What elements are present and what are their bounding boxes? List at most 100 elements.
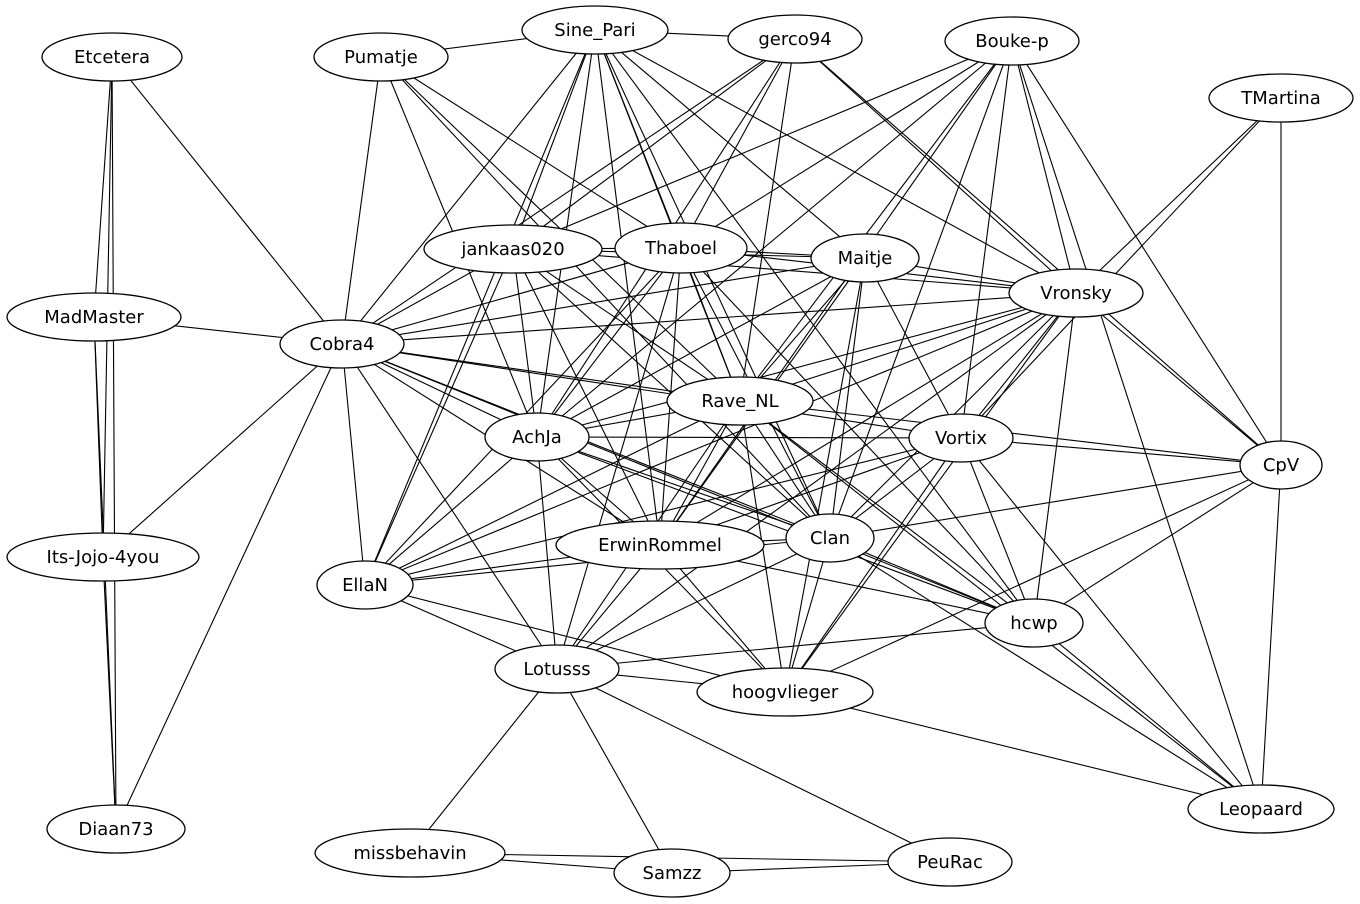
node-ellipse bbox=[1187, 784, 1335, 834]
edge-lotusss-samzz bbox=[556, 668, 673, 874]
edge-sine-pari-cobra4 bbox=[341, 29, 596, 345]
edge-gerco94-jankaas020 bbox=[512, 38, 796, 250]
edge-vortix-leopaard bbox=[960, 437, 1262, 810]
edge-its-jojo-4you-cobra4 bbox=[102, 343, 343, 558]
edge-sine-pari-erwinrommel bbox=[594, 29, 661, 546]
node-label: Vortix bbox=[935, 428, 987, 449]
node-label: Lotusss bbox=[523, 659, 590, 680]
edge-erwinrommel-hoogvlieger bbox=[659, 544, 786, 693]
edge-tmartina-vronsky bbox=[1075, 97, 1282, 294]
node-ellipse bbox=[908, 413, 1014, 463]
edge-gerco94-rave-nl bbox=[739, 38, 796, 402]
node-label: PeuRac bbox=[917, 852, 983, 873]
edge-gerco94-vronsky bbox=[794, 38, 1077, 294]
node-label: Leopaard bbox=[1219, 799, 1303, 820]
node-madmaster: MadMaster bbox=[6, 292, 182, 342]
node-label: gerco94 bbox=[758, 29, 831, 50]
edge-cobra4-vortix bbox=[341, 343, 962, 439]
edge-cpv-clan bbox=[829, 464, 1282, 539]
edge-cobra4-maitje bbox=[341, 257, 866, 345]
edge-vortix-hcwp bbox=[960, 437, 1035, 624]
node-sine-pari: Sine_Pari bbox=[521, 5, 669, 55]
node-label: Samzz bbox=[643, 863, 702, 884]
edge-vronsky-ellan bbox=[364, 292, 1077, 586]
node-hcwp: hcwp bbox=[984, 598, 1084, 648]
edge-ellan-hoogvlieger bbox=[364, 584, 786, 693]
node-cpv: CpV bbox=[1239, 440, 1323, 490]
edge-cpv-hcwp bbox=[1033, 464, 1282, 624]
edge-etcetera-madmaster bbox=[93, 56, 113, 318]
edge-vronsky-lotusss bbox=[556, 292, 1077, 670]
edge-achja-clan bbox=[536, 436, 831, 539]
node-ellipse bbox=[313, 32, 449, 82]
node-leopaard: Leopaard bbox=[1187, 784, 1335, 834]
node-label: Thaboel bbox=[644, 238, 717, 259]
node-tmartina: TMartina bbox=[1208, 73, 1354, 123]
node-label: Diaan73 bbox=[78, 819, 153, 840]
node-cobra4: Cobra4 bbox=[279, 319, 405, 369]
edge-cpv-hoogvlieger bbox=[784, 464, 1282, 693]
node-jankaas020: jankaas020 bbox=[423, 224, 603, 274]
node-hoogvlieger: hoogvlieger bbox=[696, 667, 874, 717]
edge-cobra4-ellan bbox=[341, 343, 366, 586]
node-label: Clan bbox=[810, 528, 850, 549]
node-achja: AchJa bbox=[484, 412, 590, 462]
edge-bouke-p-clan bbox=[829, 40, 1013, 539]
node-label: Etcetera bbox=[74, 47, 150, 68]
edge-hcwp-lotusss bbox=[556, 622, 1035, 670]
edge-lotusss-missbehavin bbox=[409, 668, 558, 854]
edge-vronsky-rave-nl bbox=[739, 292, 1077, 402]
node-rave-nl: Rave_NL bbox=[666, 376, 814, 426]
edge-jankaas020-ellan bbox=[364, 248, 514, 586]
node-label: TMartina bbox=[1240, 88, 1320, 109]
edge-clan-hoogvlieger bbox=[784, 537, 831, 693]
edge-its-jojo-4you-diaan73 bbox=[102, 556, 117, 830]
node-label: Maitje bbox=[838, 248, 893, 269]
node-samzz: Samzz bbox=[613, 848, 731, 898]
edge-gerco94-cpv bbox=[794, 38, 1282, 466]
edge-bouke-p-jankaas020 bbox=[512, 40, 1013, 250]
node-ellipse bbox=[614, 222, 748, 274]
node-ellipse bbox=[1008, 268, 1144, 318]
node-ellipse bbox=[41, 32, 183, 82]
node-ellipse bbox=[887, 837, 1013, 887]
node-ellipse bbox=[810, 233, 920, 283]
edge-vortix-cpv bbox=[960, 437, 1282, 466]
node-label: hoogvlieger bbox=[732, 682, 839, 703]
node-ellipse bbox=[46, 804, 186, 854]
edge-jankaas020-rave-nl bbox=[512, 248, 741, 402]
edge-bouke-p-thaboel bbox=[680, 40, 1013, 249]
edge-sine-pari-maitje bbox=[594, 29, 866, 259]
node-label: Bouke-p bbox=[975, 31, 1049, 52]
node-ellan: EllaN bbox=[316, 560, 414, 610]
edge-pumatje-thaboel bbox=[380, 56, 682, 249]
node-ellipse bbox=[1239, 440, 1323, 490]
node-label: Rave_NL bbox=[701, 391, 778, 412]
edge-sine-pari-clan bbox=[594, 29, 831, 539]
edge-vronsky-cpv bbox=[1075, 292, 1282, 466]
node-ellipse bbox=[314, 828, 506, 878]
node-ellipse bbox=[279, 319, 405, 369]
node-diaan73: Diaan73 bbox=[46, 804, 186, 854]
node-label: ErwinRommel bbox=[598, 535, 722, 556]
edge-thaboel-lotusss bbox=[556, 247, 682, 670]
node-its-jojo-4you: Its-Jojo-4you bbox=[6, 532, 200, 582]
node-ellipse bbox=[666, 376, 814, 426]
edge-clan-lotusss bbox=[556, 537, 831, 670]
edge-maitje-clan bbox=[829, 257, 866, 539]
node-label: Pumatje bbox=[344, 47, 418, 68]
edge-bouke-p-leopaard bbox=[1011, 40, 1262, 810]
node-label: Sine_Pari bbox=[554, 20, 635, 41]
node-label: Cobra4 bbox=[310, 334, 375, 355]
edge-rave-nl-ellan bbox=[364, 400, 741, 586]
edge-thaboel-rave-nl bbox=[680, 247, 741, 402]
node-lotusss: Lotusss bbox=[494, 644, 620, 694]
edge-cobra4-thaboel bbox=[341, 247, 682, 345]
edge-maitje-achja bbox=[536, 257, 866, 438]
edge-bouke-p-cpv bbox=[1011, 40, 1282, 466]
edge-bouke-p-achja bbox=[536, 40, 1013, 438]
edge-bouke-p-vortix bbox=[960, 40, 1013, 439]
node-ellipse bbox=[727, 14, 863, 64]
edge-vronsky-achja bbox=[536, 292, 1077, 438]
